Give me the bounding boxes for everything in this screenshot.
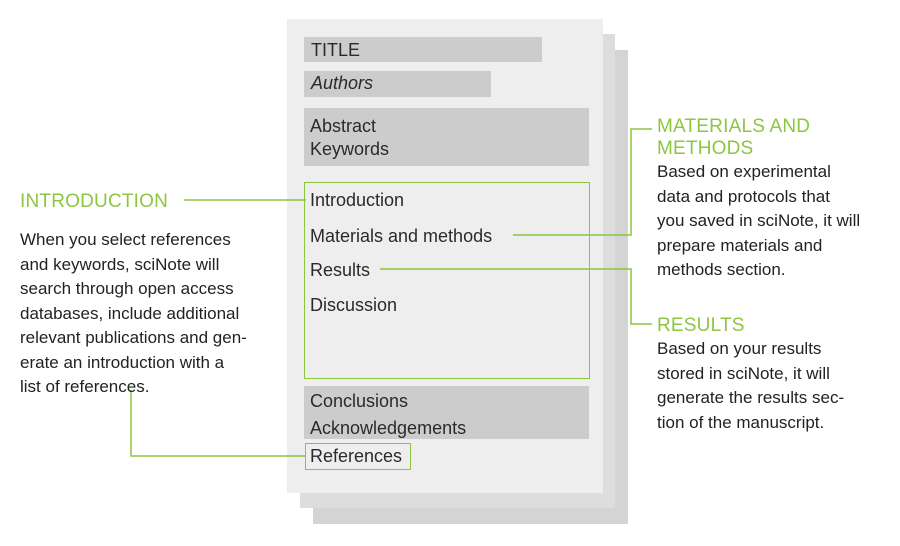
doc-acknowledgements: Acknowledgements: [310, 418, 467, 438]
doc-title: TITLE: [311, 40, 361, 60]
results-line: stored in sciNote, it will: [657, 363, 830, 383]
intro-line: search through open access: [20, 279, 234, 298]
intro-line: databases, include additional: [20, 303, 240, 323]
materials-heading-line: METHODS: [657, 138, 754, 159]
doc-results: Results: [310, 260, 371, 280]
materials-connector: [513, 128, 652, 236]
intro-line: When you select references: [20, 230, 231, 249]
intro-line: list of references.: [20, 377, 150, 396]
materials-line: you saved in sciNote, it will: [657, 211, 861, 230]
doc-introduction: Introduction: [310, 190, 405, 210]
materials-line: prepare materials and: [657, 235, 823, 255]
results-connector: [380, 268, 652, 325]
introduction-description: When you select references and keywords,…: [20, 228, 247, 400]
doc-authors: Authors: [311, 73, 374, 93]
doc-abstract: Abstract: [310, 116, 377, 136]
doc-conclusions: Conclusions: [310, 391, 409, 411]
intro-line: relevant publications and gen-: [20, 328, 247, 347]
materials-line: methods section.: [657, 260, 786, 279]
doc-keywords: Keywords: [310, 139, 390, 159]
results-line: tion of the manuscript.: [657, 412, 825, 432]
results-description: Based on your results stored in sciNote,…: [657, 337, 844, 435]
results-line: Based on your results: [657, 339, 822, 358]
abstract-block: [304, 108, 589, 166]
materials-heading-line: MATERIALS AND: [657, 116, 811, 137]
intro-line: and keywords, sciNote will: [20, 254, 220, 274]
body-sections-frame: [304, 182, 590, 379]
doc-references: References: [310, 446, 403, 466]
materials-methods-heading: MATERIALS AND METHODS: [657, 116, 810, 160]
introduction-heading: INTRODUCTION: [20, 191, 169, 212]
doc-discussion: Discussion: [310, 295, 398, 315]
results-heading: RESULTS: [657, 315, 745, 336]
authors-bar: [304, 71, 491, 97]
references-connector: [130, 390, 306, 457]
intro-line: erate an introduction with a: [20, 352, 225, 372]
materials-methods-description: Based on experimental data and protocols…: [657, 160, 860, 283]
title-bar: [304, 37, 542, 62]
materials-line: Based on experimental: [657, 162, 831, 181]
doc-materials-methods: Materials and methods: [310, 226, 493, 246]
results-line: generate the results sec-: [657, 388, 845, 407]
materials-line: data and protocols that: [657, 186, 830, 206]
conclusions-block: [304, 386, 589, 439]
